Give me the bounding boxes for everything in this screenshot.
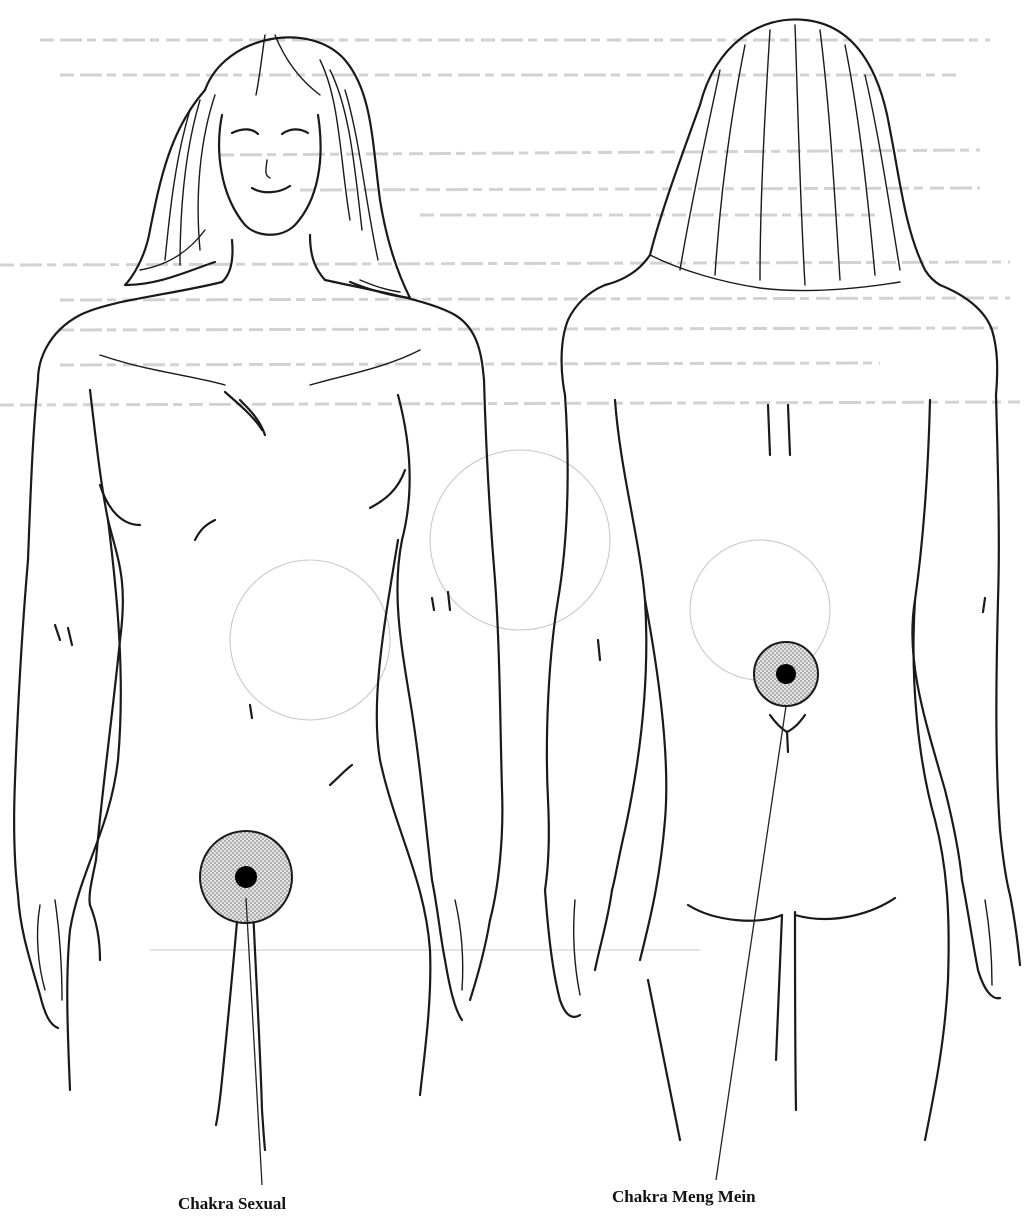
- front-view-figure: [14, 35, 502, 1150]
- bleed-through-text: [0, 40, 1020, 950]
- chakra-sexual-marker: [200, 831, 292, 1185]
- chakra-sexual-label: Chakra Sexual: [178, 1194, 286, 1214]
- chakra-meng-mein-marker: [716, 642, 818, 1180]
- chakra-meng-mein-label: Chakra Meng Mein: [612, 1187, 756, 1207]
